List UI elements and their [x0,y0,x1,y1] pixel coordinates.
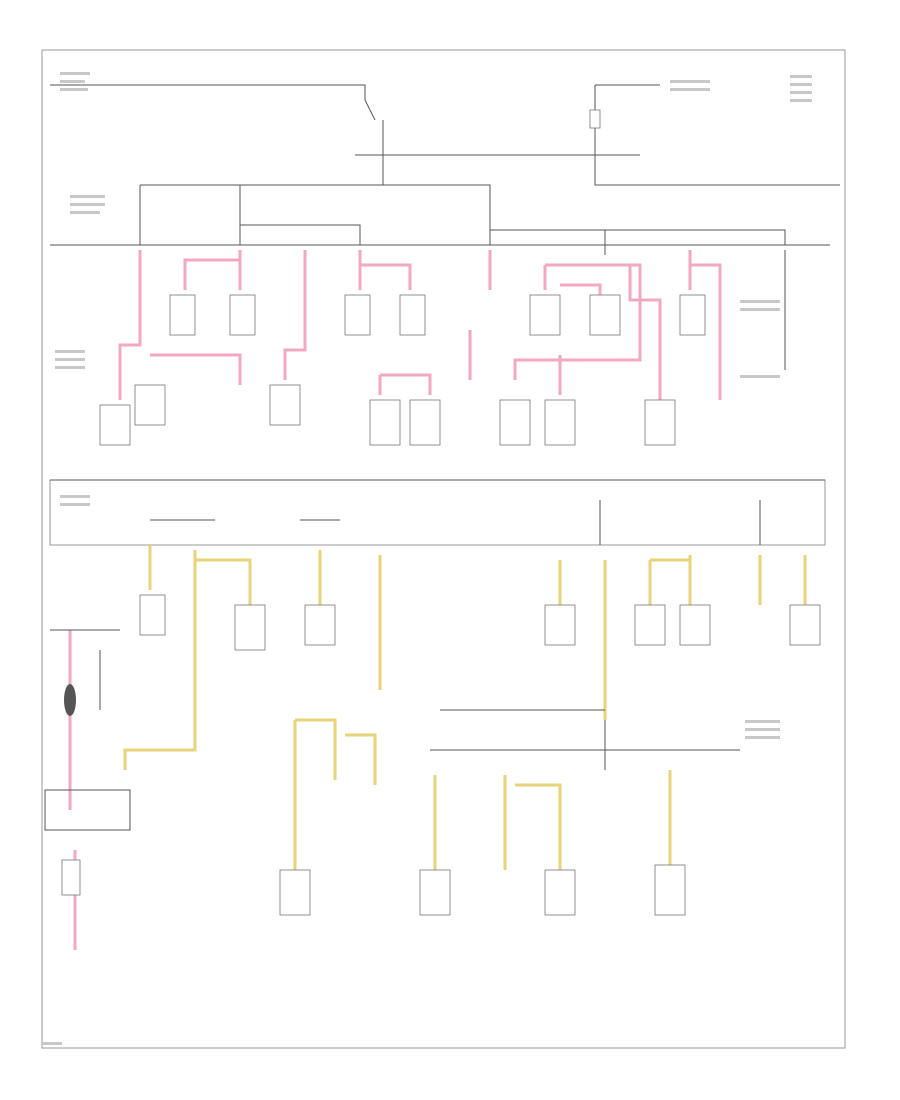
diagram-frame [41,49,846,1049]
upper-components [99,294,706,446]
label-marks [42,72,812,1045]
middle-fuse-block [49,479,826,546]
top-bus [50,84,840,255]
fusible-link [64,684,76,716]
upper-circuits [118,250,786,400]
lower-circuits [44,545,807,950]
lower-components [61,594,821,916]
